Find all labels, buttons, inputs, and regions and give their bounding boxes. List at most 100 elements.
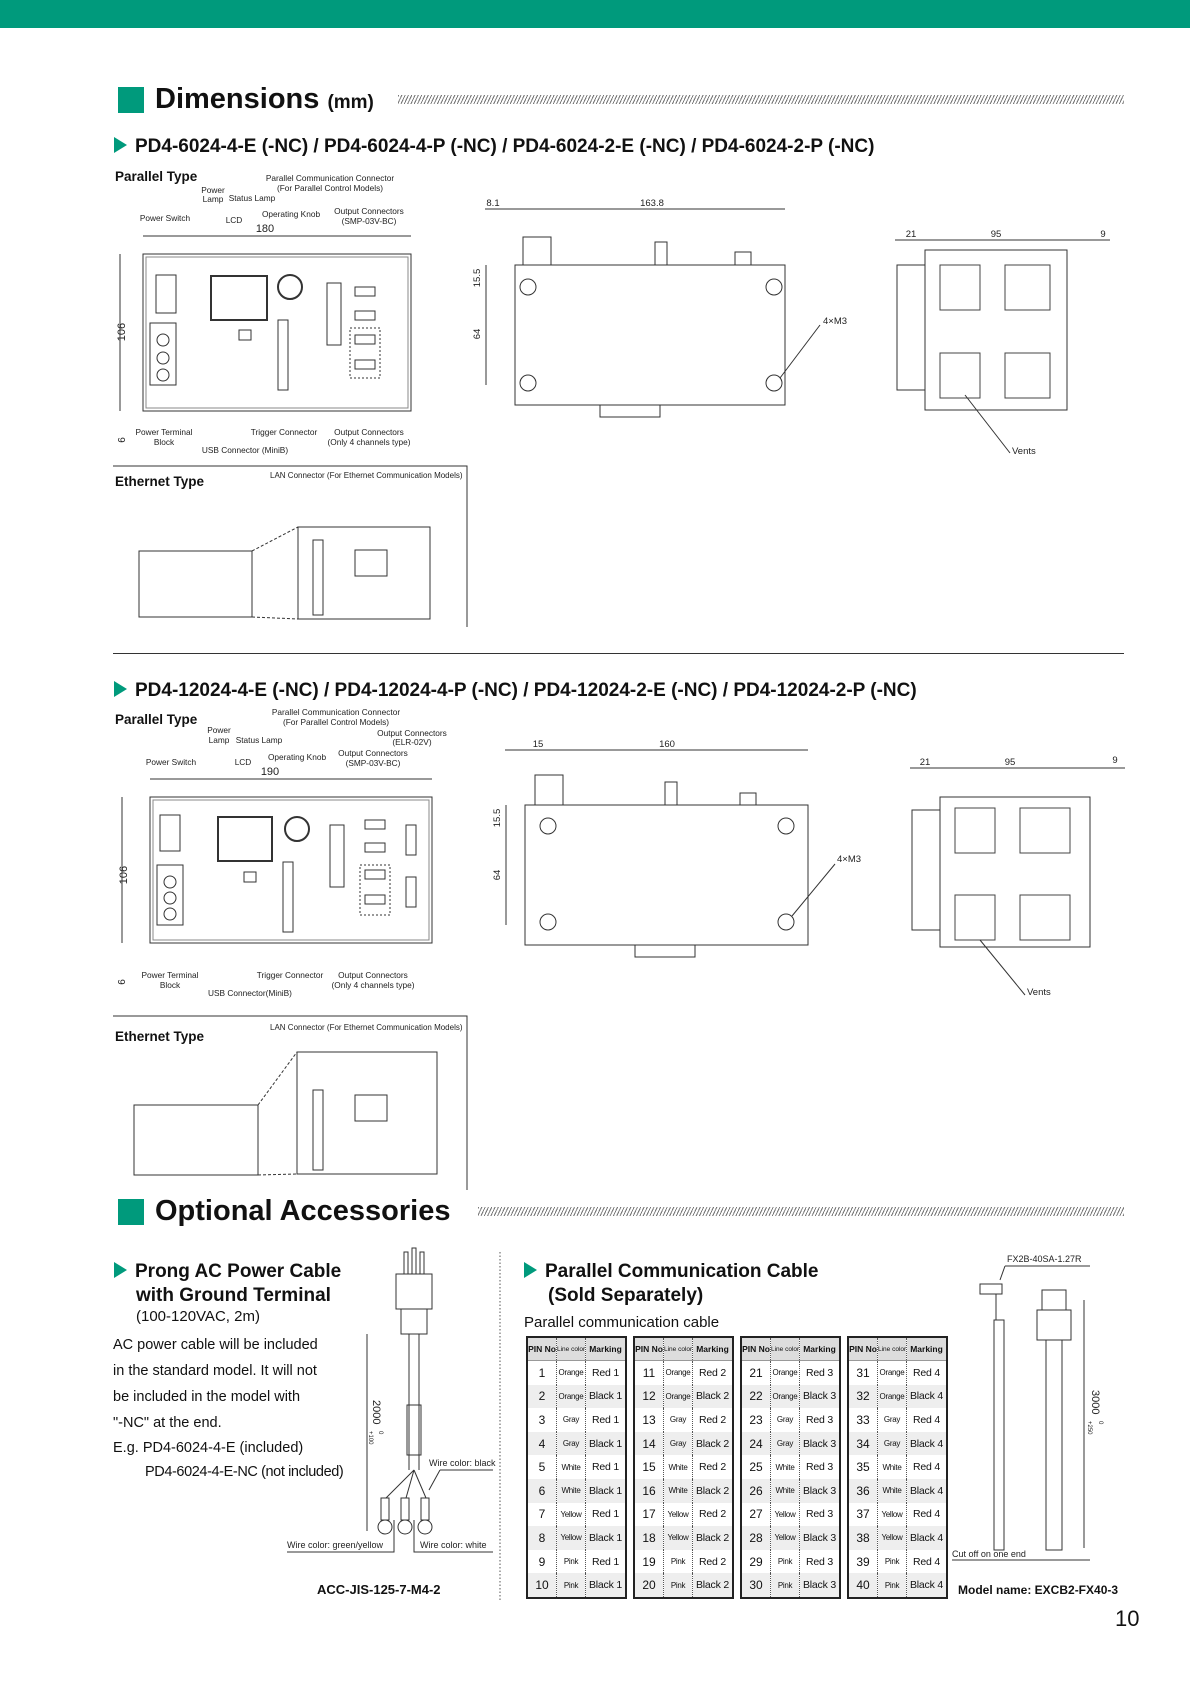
marking: Red 2 xyxy=(698,1555,727,1568)
marking: Red 3 xyxy=(805,1555,834,1568)
line-color: Gray xyxy=(556,1431,586,1456)
callout-label: Vents xyxy=(1027,987,1051,998)
marking: Red 2 xyxy=(698,1413,727,1426)
marking: Black 3 xyxy=(799,1573,840,1598)
dimension-label: 163.8 xyxy=(640,198,664,209)
pin-number: 28 xyxy=(741,1526,771,1550)
marking: Red 4 xyxy=(912,1508,941,1521)
column-header: PIN No xyxy=(634,1337,664,1361)
dimension-label: 180 xyxy=(256,223,274,235)
pin-number: 21 xyxy=(749,1365,763,1380)
parallel-cable-drawing: FX2B-40SA-1.27R 3000 +250 0 Cut off on o… xyxy=(952,1254,1103,1561)
column-header: PIN No xyxy=(741,1337,771,1361)
pin-number: 16 xyxy=(634,1478,664,1503)
pin-number: 12 xyxy=(634,1384,664,1409)
pin-number: 9 xyxy=(538,1554,546,1569)
callout-label: Lamp xyxy=(209,735,230,745)
pin-number: 7 xyxy=(538,1507,546,1522)
parallel-cable-model: Model name: EXCB2-FX40-3 xyxy=(958,1583,1119,1597)
dimension-label: 6 xyxy=(117,437,128,443)
dimension-label: 160 xyxy=(659,739,675,750)
description-line: AC power cable will be included xyxy=(113,1337,318,1353)
callout-label: Power Switch xyxy=(146,757,197,767)
top-view xyxy=(524,804,809,946)
pin-number: 17 xyxy=(642,1507,656,1522)
marking: Red 4 xyxy=(912,1366,941,1379)
pin-number: 38 xyxy=(848,1526,878,1550)
section-divider xyxy=(113,653,1124,654)
pin-number: 23 xyxy=(749,1412,763,1427)
model2-drawings: Parallel Type Parallel Communication Con… xyxy=(113,707,1125,1190)
pin-number: 4 xyxy=(527,1431,557,1456)
tolerance-label: +100 xyxy=(367,1431,373,1445)
prong-heading-text: Prong AC Power Cable xyxy=(135,1261,342,1282)
pin-number: 30 xyxy=(741,1573,771,1598)
parallel-cable-heading: Parallel Communication Cable xyxy=(524,1261,818,1283)
parallel-cable-heading-text: Parallel Communication Cable xyxy=(545,1261,819,1282)
callout-label: USB Connector(MiniB) xyxy=(208,988,292,998)
dimension-label: 15 xyxy=(533,739,544,750)
pin-number: 22 xyxy=(741,1384,771,1409)
line-color: Orange xyxy=(663,1384,693,1409)
callout-label: LAN Connector (For Ethernet Communicatio… xyxy=(270,1023,463,1032)
wire-label: Wire color: white xyxy=(420,1540,487,1550)
dimension-label: 9 xyxy=(1100,229,1105,240)
model1-drawings: Parallel Type Parallel Communication Con… xyxy=(113,169,1110,627)
line-color: White xyxy=(770,1455,800,1479)
marking: Red 3 xyxy=(805,1366,834,1379)
callout-label: Status Lamp xyxy=(229,193,276,203)
line-color: Yellow xyxy=(877,1502,907,1527)
callout-label: Power Terminal xyxy=(141,970,198,980)
pin-number: 29 xyxy=(749,1554,763,1569)
dimension-label: 64 xyxy=(472,329,483,340)
column-header: Line color xyxy=(663,1337,693,1361)
callout-label: (SMP-03V-BC) xyxy=(346,758,401,768)
pin-number: 10 xyxy=(527,1573,557,1598)
line-color: Gray xyxy=(770,1408,800,1432)
column-header: Line color xyxy=(556,1337,586,1361)
column-header: Line color xyxy=(770,1337,800,1361)
dimensions-unit: (mm) xyxy=(327,92,374,113)
marking: Black 2 xyxy=(692,1431,733,1456)
line-color: Pink xyxy=(770,1549,800,1574)
pin-number: 40 xyxy=(848,1573,878,1598)
dimension-label: 106 xyxy=(116,323,128,341)
parallel-type-label: Parallel Type xyxy=(115,169,198,184)
marking: Black 1 xyxy=(585,1478,626,1503)
marking: Black 3 xyxy=(799,1384,840,1409)
tolerance-label: 0 xyxy=(377,1431,383,1435)
prong-heading: Prong AC Power Cable xyxy=(114,1261,341,1283)
marking: Red 1 xyxy=(591,1508,620,1521)
callout-label: Parallel Communication Connector xyxy=(272,707,400,717)
column-header: Marking xyxy=(799,1337,840,1361)
callout-label: Output Connectors xyxy=(334,206,404,216)
pin-number: 15 xyxy=(642,1460,656,1475)
triangle-icon xyxy=(114,681,127,697)
callout-label: Lamp xyxy=(203,194,224,204)
pin-number: 6 xyxy=(527,1478,557,1503)
line-color: Yellow xyxy=(663,1526,693,1550)
marking: Red 4 xyxy=(912,1555,941,1568)
pin-number: 34 xyxy=(848,1431,878,1456)
line-color: Pink xyxy=(663,1573,693,1598)
line-color: White xyxy=(877,1455,907,1479)
dimension-label: 15.5 xyxy=(472,269,483,288)
callout-label: Power xyxy=(201,185,225,195)
title-rule xyxy=(478,1207,1124,1216)
line-color: Yellow xyxy=(770,1502,800,1527)
